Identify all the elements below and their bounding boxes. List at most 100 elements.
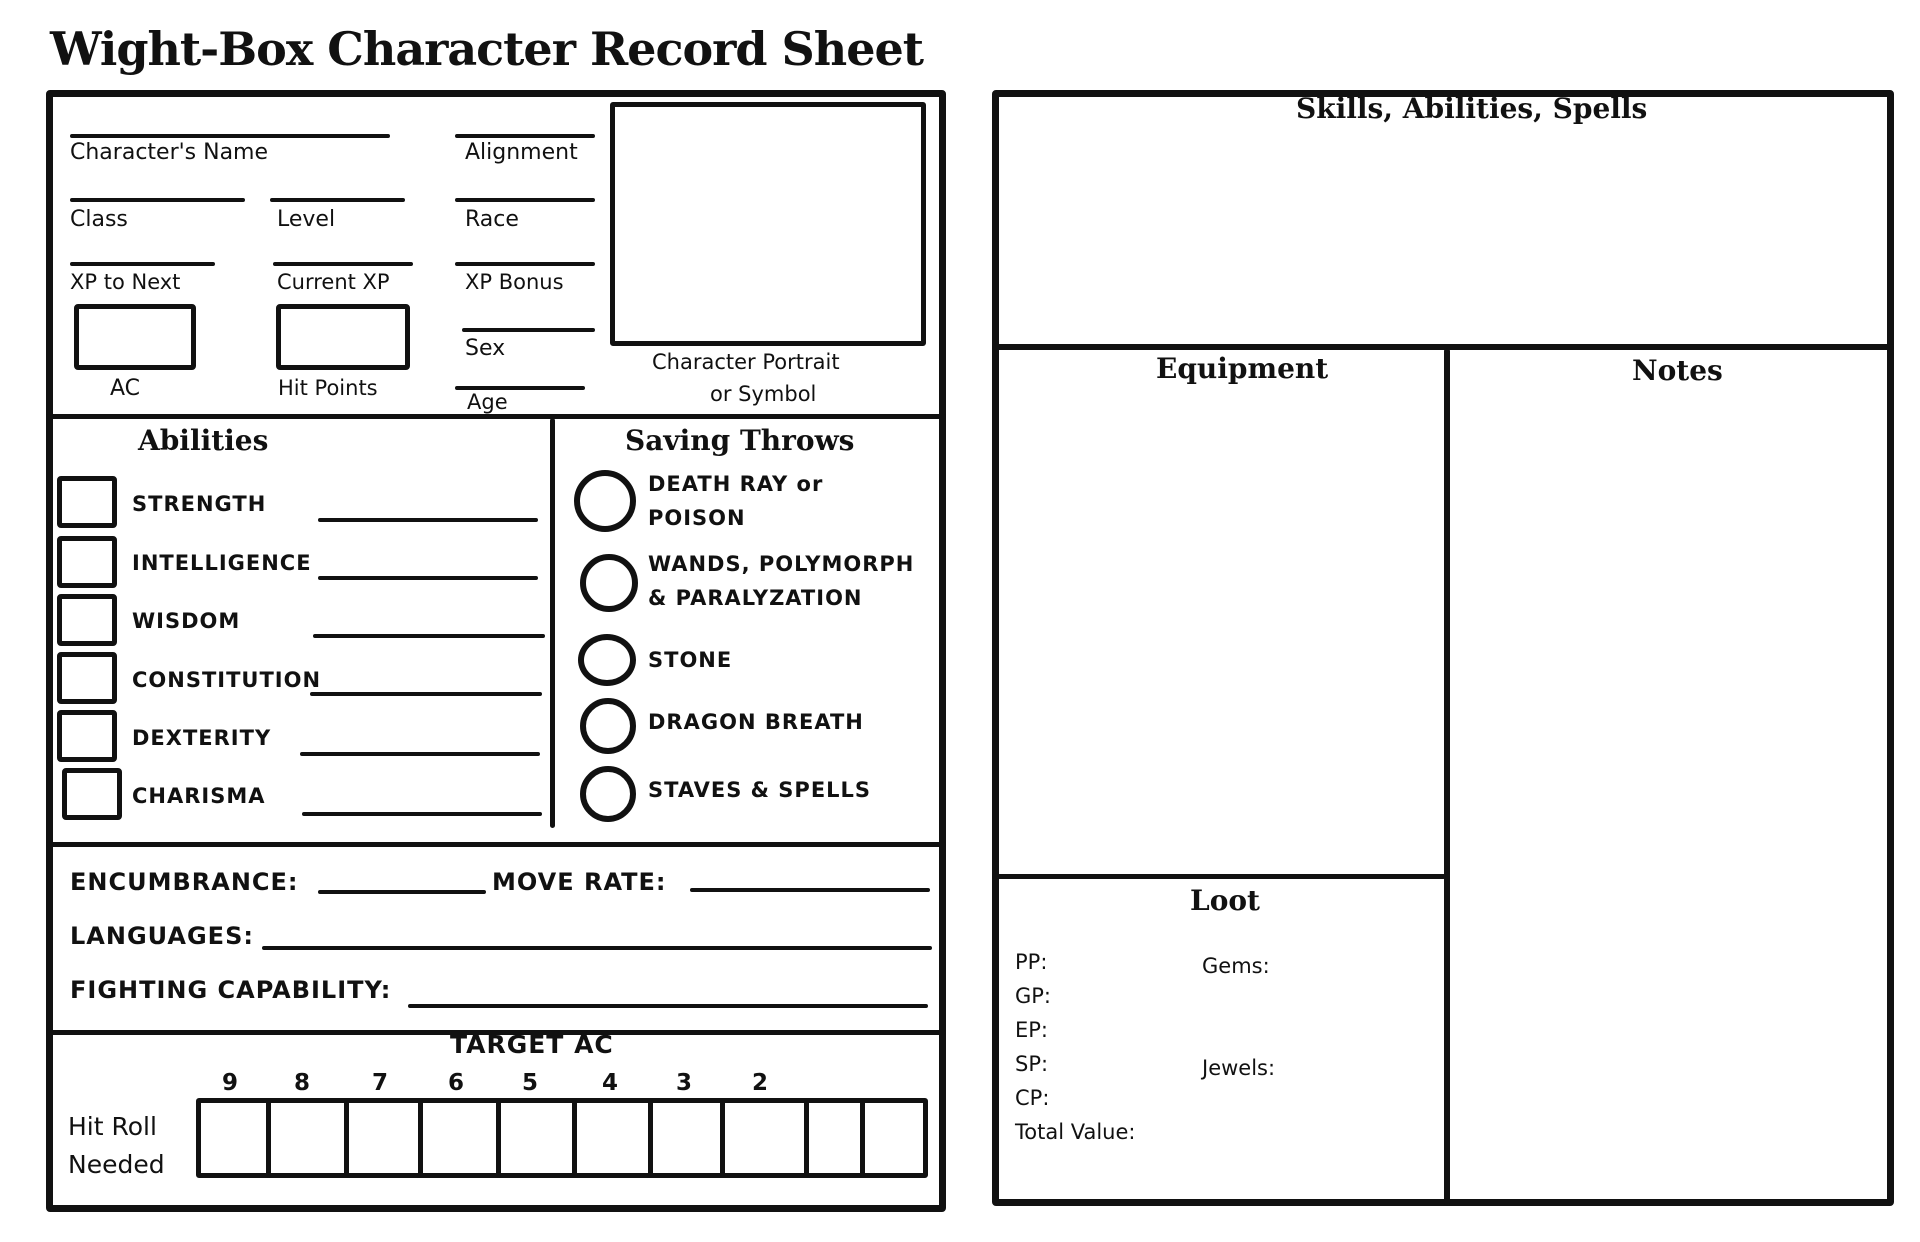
class-label: Class [70, 207, 128, 232]
stats-divider [46, 1030, 946, 1035]
dexterity-modifier-line[interactable] [300, 752, 540, 756]
class-line[interactable] [70, 198, 245, 202]
loot-jewels-label: Jewels: [1202, 1056, 1276, 1080]
identity-divider [46, 414, 946, 419]
name-line[interactable] [70, 134, 390, 138]
target-ac-heading: TARGET AC [450, 1030, 614, 1059]
fighting-capability-label: FIGHTING CAPABILITY: [70, 976, 392, 1004]
ac-label: AC [110, 376, 141, 401]
hit-roll-cell-ac9[interactable] [201, 1103, 271, 1173]
equipment-heading: Equipment [1156, 352, 1329, 385]
staves-spells-save-label: STAVES & SPELLS [648, 778, 872, 802]
sex-label: Sex [465, 336, 506, 361]
target-ac-6-label: 6 [448, 1070, 466, 1096]
hit-roll-cell-ac6[interactable] [423, 1103, 501, 1173]
hit-roll-cell-ac3[interactable] [653, 1103, 725, 1173]
wands-save-label-line1: WANDS, POLYMORPH [648, 552, 915, 576]
hit-roll-cell-ac5[interactable] [501, 1103, 577, 1173]
ac-box[interactable] [74, 304, 196, 370]
age-line[interactable] [455, 386, 585, 390]
level-line[interactable] [270, 198, 405, 202]
hit-roll-cell-ac0[interactable] [865, 1103, 923, 1173]
move-rate-label: MOVE RATE: [492, 868, 667, 896]
page-title: Wight-Box Character Record Sheet [50, 22, 924, 76]
current-xp-label: Current XP [277, 270, 390, 294]
equipment-notes-divider [1444, 348, 1450, 1206]
skills-abilities-spells-heading: Skills, Abilities, Spells [1296, 92, 1648, 125]
loot-gp-label: GP: [1015, 984, 1052, 1008]
move-rate-line[interactable] [690, 888, 930, 892]
wands-save-label-line2: & PARALYZATION [648, 586, 863, 610]
hit-roll-cell-ac4[interactable] [577, 1103, 653, 1173]
stone-save-label: STONE [648, 648, 733, 672]
level-label: Level [277, 207, 336, 232]
charisma-score-box[interactable] [62, 768, 122, 820]
current-xp-line[interactable] [273, 262, 413, 266]
fighting-capability-line[interactable] [408, 1004, 928, 1008]
death-ray-save-circle[interactable] [574, 470, 636, 532]
hit-roll-cell-ac2[interactable] [725, 1103, 809, 1173]
death-ray-save-label-line2: POISON [648, 506, 746, 530]
abilities-heading: Abilities [138, 424, 269, 457]
encumbrance-line[interactable] [318, 890, 486, 894]
hit-roll-label-line1: Hit Roll [68, 1112, 157, 1141]
portrait-label-line1: Character Portrait [652, 350, 840, 374]
stone-save-circle[interactable] [578, 634, 636, 686]
loot-sp-label: SP: [1015, 1052, 1049, 1076]
wands-save-circle[interactable] [580, 554, 638, 612]
dragon-breath-save-label: DRAGON BREATH [648, 710, 864, 734]
right-panel [992, 90, 1894, 1206]
charisma-modifier-line[interactable] [302, 812, 542, 816]
sex-line[interactable] [462, 328, 595, 332]
hit-roll-cell-ac7[interactable] [349, 1103, 423, 1173]
hit-points-label: Hit Points [278, 376, 378, 400]
target-ac-7-label: 7 [372, 1070, 390, 1096]
hit-points-box[interactable] [276, 304, 410, 370]
dragon-breath-save-circle[interactable] [580, 698, 636, 754]
saves-divider [46, 842, 946, 847]
strength-score-box[interactable] [57, 476, 117, 528]
constitution-score-box[interactable] [57, 652, 117, 704]
target-ac-8-label: 8 [294, 1070, 312, 1096]
race-line[interactable] [455, 198, 595, 202]
hit-roll-label-line2: Needed [68, 1150, 165, 1179]
languages-line[interactable] [262, 946, 932, 950]
target-ac-3-label: 3 [676, 1070, 694, 1096]
character-name-label: Character's Name [70, 140, 269, 165]
age-label: Age [467, 390, 508, 414]
loot-ep-label: EP: [1015, 1018, 1049, 1042]
equipment-loot-divider [992, 874, 1446, 879]
strength-label: STRENGTH [132, 492, 267, 516]
intelligence-modifier-line[interactable] [318, 576, 538, 580]
loot-heading: Loot [1190, 884, 1260, 917]
wisdom-modifier-line[interactable] [313, 634, 545, 638]
xp-bonus-label: XP Bonus [465, 270, 564, 294]
notes-heading: Notes [1632, 354, 1723, 387]
alignment-line[interactable] [455, 134, 595, 138]
encumbrance-label: ENCUMBRANCE: [70, 868, 299, 896]
loot-total-value-label: Total Value: [1015, 1120, 1136, 1144]
wisdom-score-box[interactable] [57, 594, 117, 646]
xp-to-next-line[interactable] [70, 262, 215, 266]
portrait-label-line2: or Symbol [710, 382, 817, 406]
dexterity-label: DEXTERITY [132, 726, 272, 750]
intelligence-score-box[interactable] [57, 536, 117, 588]
target-ac-5-label: 5 [522, 1070, 540, 1096]
constitution-modifier-line[interactable] [310, 692, 542, 696]
wisdom-label: WISDOM [132, 609, 241, 633]
target-ac-2-label: 2 [752, 1070, 770, 1096]
race-label: Race [465, 207, 519, 232]
loot-pp-label: PP: [1015, 950, 1048, 974]
intelligence-label: INTELLIGENCE [132, 551, 312, 575]
strength-modifier-line[interactable] [318, 518, 538, 522]
staves-spells-save-circle[interactable] [580, 766, 636, 822]
alignment-label: Alignment [465, 140, 578, 165]
hit-roll-cell-ac1[interactable] [809, 1103, 865, 1173]
loot-gems-label: Gems: [1202, 954, 1270, 978]
portrait-box[interactable] [610, 102, 926, 346]
xp-bonus-line[interactable] [455, 262, 595, 266]
skills-divider [992, 344, 1894, 350]
hit-roll-cell-ac8[interactable] [271, 1103, 349, 1173]
dexterity-score-box[interactable] [57, 710, 117, 762]
charisma-label: CHARISMA [132, 784, 266, 808]
